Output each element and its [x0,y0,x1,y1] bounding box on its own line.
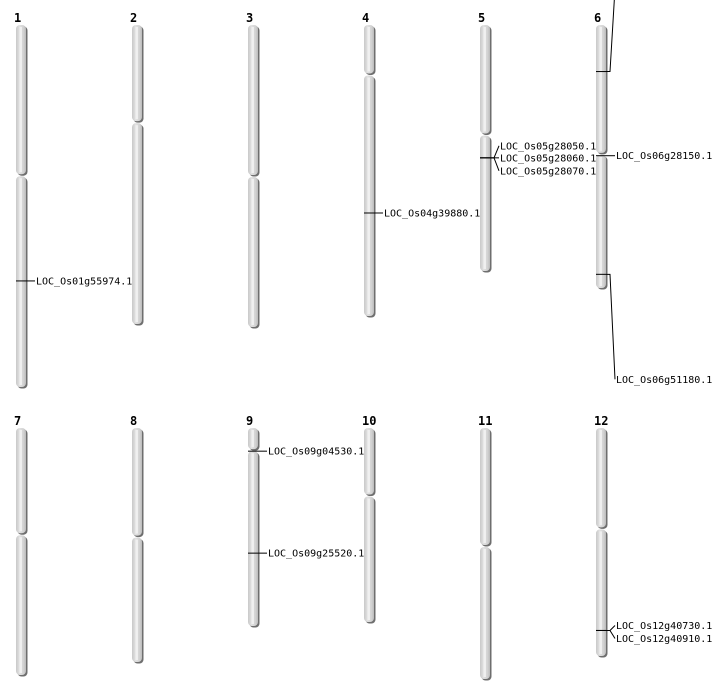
gene-label: LOC_Os12g40910.1 [616,634,712,645]
chromosome-label: 4 [362,11,369,25]
chromosome-6: 6LOC_Os06g10480.1LOC_Os06g28150.1LOC_Os0… [594,0,712,386]
gene-label: LOC_Os05g28060.1 [500,153,596,164]
chromosome-arm-highlight [483,27,486,132]
gene-leader-line [490,157,500,172]
chromosome-arm-highlight [251,179,254,325]
chromosome-arm-highlight [367,27,370,72]
gene-label: LOC_Os01g55974.1 [36,276,132,287]
chromosome-7: 7 [14,414,28,677]
chromosome-arm-highlight [19,537,22,673]
gene-label: LOC_Os12g40730.1 [616,621,712,632]
chromosome-11: 11 [478,414,492,681]
chromosome-arm-highlight [135,430,138,534]
chromosome-arm-highlight [367,498,370,620]
chromosome-label: 12 [594,414,608,428]
chromosome-arm-highlight [19,430,22,532]
chromosome-arm-highlight [135,539,138,660]
gene-label: LOC_Os06g28150.1 [616,151,712,162]
chromosome-10: 10 [362,414,376,624]
gene-label: LOC_Os05g28050.1 [500,141,596,152]
chromosome-arm-highlight [599,27,602,151]
chromosome-arm-highlight [483,137,486,269]
chromosome-arm-highlight [599,531,602,654]
chromosome-arm-highlight [251,27,254,173]
gene-label: LOC_Os05g28070.1 [500,166,596,177]
chromosome-label: 6 [594,11,601,25]
chromosome-arm-highlight [483,548,486,677]
gene-label: LOC_Os09g04530.1 [268,447,364,458]
gene-label: LOC_Os06g51180.1 [616,375,712,386]
chromosome-label: 8 [130,414,137,428]
chromosome-arm-highlight [251,430,254,448]
chromosome-label: 11 [478,414,492,428]
gene-leader-line [606,0,615,73]
chromosome-label: 2 [130,11,137,25]
chromosome-5: 5LOC_Os05g28050.1LOC_Os05g28060.1LOC_Os0… [478,11,596,273]
chromosome-label: 7 [14,414,21,428]
chromosome-8: 8 [130,414,144,664]
chromosome-label: 10 [362,414,376,428]
chromosome-3: 3 [246,11,260,329]
chromosome-arm-highlight [483,430,486,543]
chromosome-label: 3 [246,11,253,25]
chromosome-arm-highlight [251,453,254,624]
chromosome-arm-highlight [367,430,370,493]
chromosome-2: 2 [130,11,144,326]
chromosome-arm-highlight [135,125,138,322]
chromosome-arm-highlight [599,156,602,286]
chromosome-arm-highlight [135,27,138,120]
gene-label: LOC_Os09g25520.1 [268,549,364,560]
gene-leader-line [606,273,616,380]
gene-label: LOC_Os04g39880.1 [384,208,480,219]
chromosome-arm-highlight [19,27,22,173]
chromosome-label: 1 [14,11,21,25]
chromosome-arm-highlight [599,430,602,526]
chromosome-arm-highlight [367,77,370,314]
chromosome-arm-highlight [19,178,22,385]
chromosome-label: 9 [246,414,253,428]
gene-leader-line [606,629,616,639]
chromosome-label: 5 [478,11,485,25]
